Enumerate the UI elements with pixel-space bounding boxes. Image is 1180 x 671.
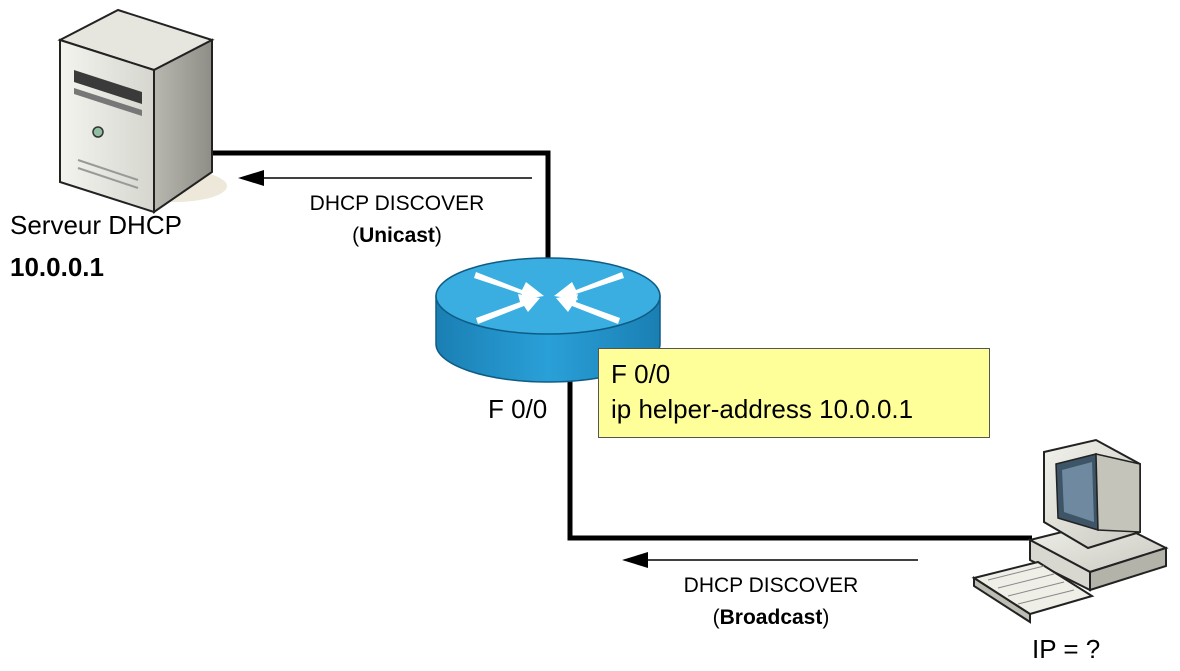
- msg-unicast: DHCP DISCOVER (Unicast): [262, 188, 532, 252]
- msg-unicast-mode: Unicast: [359, 224, 435, 247]
- msg-broadcast: DHCP DISCOVER (Broadcast): [636, 570, 906, 634]
- computer-icon: [971, 438, 1169, 624]
- config-note-line1: F 0/0: [611, 359, 671, 389]
- server-ip: 10.0.0.1: [10, 252, 104, 282]
- arrow-unicast: [238, 170, 532, 186]
- cable-router-client: [567, 380, 1032, 541]
- config-note-line2: ip helper-address 10.0.0.1: [611, 394, 914, 424]
- msg-unicast-mode-line: (Unicast): [352, 224, 442, 247]
- config-note: F 0/0 ip helper-address 10.0.0.1: [598, 348, 990, 438]
- server-icon: [57, 8, 227, 214]
- msg-broadcast-title: DHCP DISCOVER: [683, 574, 859, 597]
- cable-server-router: [212, 150, 551, 260]
- arrow-broadcast: [622, 552, 918, 568]
- msg-unicast-title: DHCP DISCOVER: [309, 192, 485, 215]
- msg-broadcast-mode-line: (Broadcast): [712, 606, 830, 629]
- router-interface-label: F 0/0: [488, 394, 548, 424]
- msg-broadcast-mode: Broadcast: [719, 606, 823, 629]
- client-ip-label: IP = ?: [1032, 634, 1101, 664]
- server-name: Serveur DHCP: [10, 210, 182, 240]
